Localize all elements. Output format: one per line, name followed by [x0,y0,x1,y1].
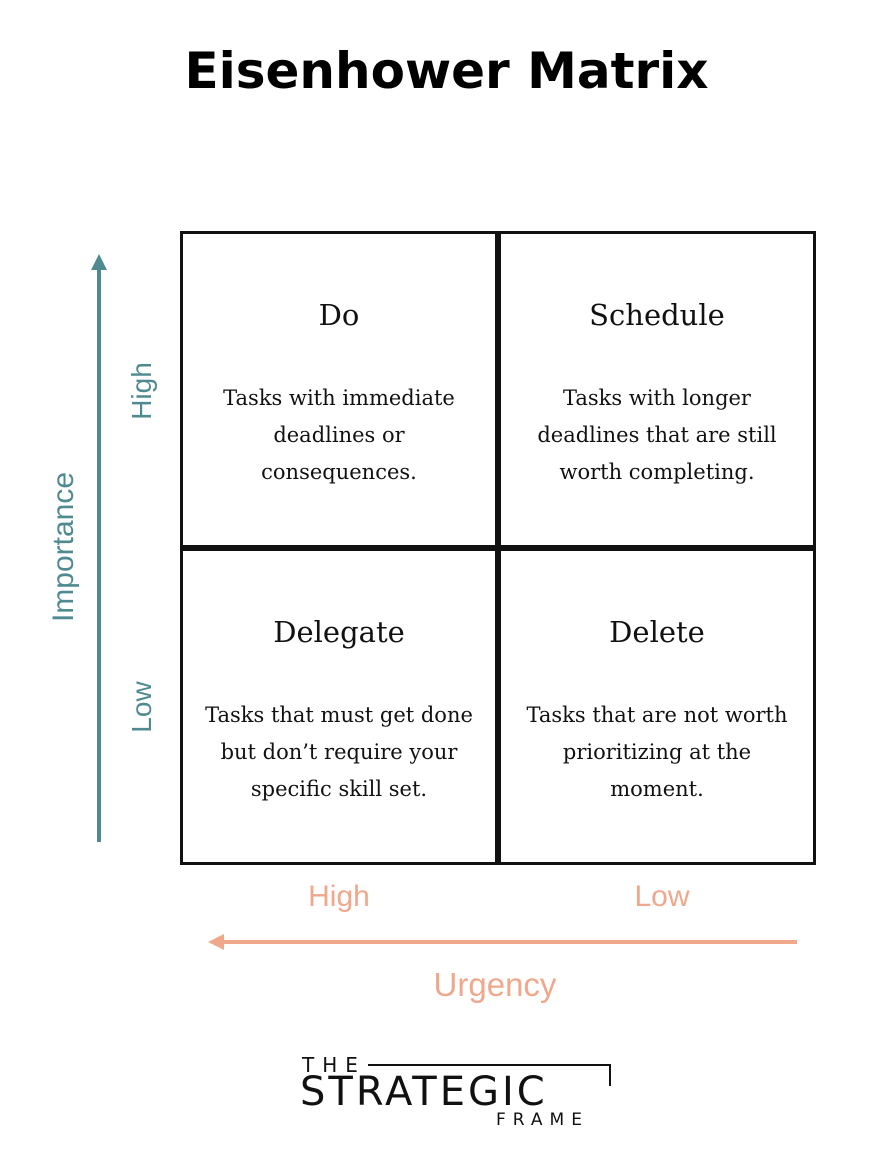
quadrant-title: Delete [609,615,705,649]
importance-axis-line [97,266,101,842]
logo-frame-text: FRAME [496,1110,589,1130]
description-line: moment. [610,777,704,801]
logo-rule [609,1064,611,1086]
urgency-high-label: High [308,880,370,913]
quadrant-do: Do Tasks with immediate deadlines or con… [180,231,498,548]
logo-the-text: THE [302,1053,366,1077]
description-line: worth completing. [559,460,755,484]
quadrant-title: Schedule [589,298,725,332]
description-line: Tasks with longer [563,386,751,410]
quadrant-title: Delegate [273,615,405,649]
quadrant-description: Tasks with longer deadlines that are sti… [507,380,807,491]
description-line: Tasks with immediate [223,386,455,410]
urgency-low-label: Low [634,880,690,913]
urgency-axis-line [222,940,797,944]
description-line: Tasks that are not worth [526,703,788,727]
strategic-frame-logo: THE STRATEGIC FRAME [298,1054,618,1134]
logo-strategic-text: STRATEGIC [300,1069,548,1115]
importance-low-label: Low [126,681,157,733]
description-line: consequences. [261,460,417,484]
urgency-arrow-left-icon [208,934,224,950]
quadrant-delete: Delete Tasks that are not worth prioriti… [498,548,816,865]
importance-arrow-up-icon [91,254,107,270]
quadrant-description: Tasks that must get done but don’t requi… [189,697,489,808]
eisenhower-matrix: Do Tasks with immediate deadlines or con… [180,231,816,865]
quadrant-description: Tasks that are not worth prioritizing at… [507,697,807,808]
quadrant-schedule: Schedule Tasks with longer deadlines tha… [498,231,816,548]
description-line: prioritizing at the [562,740,752,764]
page-title: Eisenhower Matrix [184,42,709,100]
urgency-axis-label: Urgency [433,966,557,1003]
description-line: Tasks that must get done [205,703,473,727]
logo-rule [368,1064,611,1066]
importance-axis-label: Importance [47,471,80,623]
quadrant-title: Do [318,298,360,332]
importance-high-label: High [126,362,157,420]
description-line: deadlines or [273,423,405,447]
description-line: deadlines that are still [537,423,777,447]
quadrant-description: Tasks with immediate deadlines or conseq… [189,380,489,491]
quadrant-delegate: Delegate Tasks that must get done but do… [180,548,498,865]
description-line: specific skill set. [250,777,428,801]
description-line: but don’t require your [220,740,458,764]
